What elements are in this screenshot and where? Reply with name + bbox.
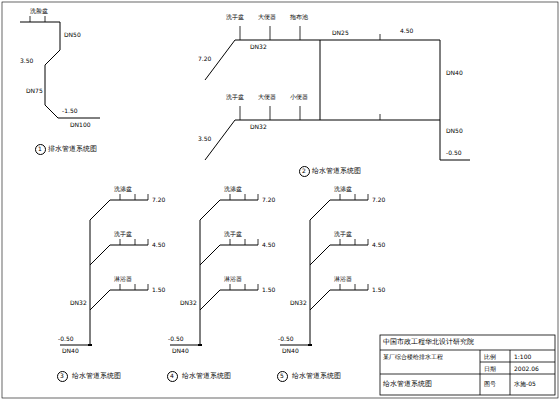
drawing-label: DN40 bbox=[62, 348, 79, 354]
drawing-caption: 给水管道系统图 bbox=[292, 373, 341, 380]
drawing-label: DN50 bbox=[446, 128, 463, 134]
drawing-label: 7.20 bbox=[262, 197, 275, 203]
riser-pipe bbox=[280, 194, 368, 345]
drawing-label: 拖布池 bbox=[290, 14, 308, 20]
drawing-label: 洗手盆 bbox=[334, 231, 352, 237]
title-block bbox=[380, 335, 555, 395]
drawing-caption: 排水管道系统图 bbox=[48, 146, 97, 153]
drawing-label: -0.50 bbox=[278, 336, 294, 342]
drawing-label: 3.50 bbox=[20, 58, 33, 64]
index-circle: 4 bbox=[167, 371, 178, 382]
drawing-label: DN100 bbox=[70, 122, 91, 128]
index-number: 5 bbox=[280, 373, 284, 379]
drawing-label: DN32 bbox=[290, 300, 307, 306]
index-circle: 1 bbox=[35, 144, 46, 155]
drawing-label: 7.20 bbox=[198, 56, 211, 62]
drawing-label: 1.50 bbox=[262, 287, 275, 293]
drawing-caption: 给水管道系统图 bbox=[312, 168, 361, 175]
drawing-label: 洗涤盆 bbox=[334, 186, 352, 192]
drawing-label: DN50 bbox=[64, 32, 81, 38]
drawing-caption: 给水管道系统图 bbox=[383, 381, 432, 388]
drawing-label: 大便器 bbox=[258, 14, 276, 20]
drawing-label: 1:100 bbox=[514, 354, 531, 360]
drawing-label: 日期 bbox=[484, 366, 496, 372]
drawing-label: 4.50 bbox=[372, 242, 385, 248]
drawing-label: 4.50 bbox=[152, 242, 165, 248]
drawing-label: 洗脸盆 bbox=[30, 8, 48, 14]
index-circle: 2 bbox=[299, 166, 310, 177]
drawing-label: 2002.06 bbox=[514, 366, 539, 372]
drawing-label: 淋浴器 bbox=[334, 276, 352, 282]
supply-pipe bbox=[205, 26, 470, 160]
drawing-label: DN40 bbox=[446, 70, 463, 76]
drawing-label: DN40 bbox=[282, 348, 299, 354]
drawing-label: -0.50 bbox=[168, 336, 184, 342]
drawing-label: -1.50 bbox=[62, 108, 78, 114]
drawing-label: DN32 bbox=[180, 300, 197, 306]
drawing-label: 7.20 bbox=[372, 197, 385, 203]
drawing-label: 洗手盆 bbox=[224, 231, 242, 237]
drawing-label: 洗涤盆 bbox=[114, 186, 132, 192]
drawing-label: 7.20 bbox=[152, 197, 165, 203]
drain-pipe bbox=[20, 16, 100, 118]
drawing-label: 1.50 bbox=[372, 287, 385, 293]
drawing-label: DN25 bbox=[332, 30, 349, 36]
drawing-label: -0.50 bbox=[446, 150, 462, 156]
riser-pipe bbox=[60, 194, 148, 345]
riser-pipe bbox=[170, 194, 258, 345]
drawing-label: 4.50 bbox=[262, 242, 275, 248]
drawing-label: 3.50 bbox=[198, 136, 211, 142]
index-number: 2 bbox=[302, 168, 306, 174]
index-number: 4 bbox=[170, 373, 174, 379]
drawing-label: 比例 bbox=[484, 354, 496, 360]
drawing-label: 图号 bbox=[484, 381, 496, 387]
drawing-label: 洗手盆 bbox=[226, 94, 244, 100]
drawing-caption: 给水管道系统图 bbox=[182, 373, 231, 380]
drawing-label: 淋浴器 bbox=[114, 276, 132, 282]
drawing-label: 小便器 bbox=[290, 94, 308, 100]
drawing-label: 洗手盆 bbox=[226, 14, 244, 20]
drawing-label: DN32 bbox=[250, 44, 267, 50]
index-number: 1 bbox=[38, 146, 42, 152]
drawing-label: 水施-05 bbox=[514, 381, 536, 387]
drawing-caption: 给水管道系统图 bbox=[72, 373, 121, 380]
drawing-label: 大便器 bbox=[258, 94, 276, 100]
drawing-label: 中国市政工程华北设计研究院 bbox=[383, 339, 474, 346]
drawing-label: 洗手盆 bbox=[114, 231, 132, 237]
drawing-label: DN32 bbox=[250, 124, 267, 130]
drawing-label: DN40 bbox=[172, 348, 189, 354]
drawing-label: 4.50 bbox=[400, 28, 413, 34]
drawing-label: DN32 bbox=[70, 300, 87, 306]
drawing-label: -0.50 bbox=[58, 336, 74, 342]
drawing-label: 某厂综合楼给排水工程 bbox=[383, 354, 443, 360]
drawing-label: 洗涤盆 bbox=[224, 186, 242, 192]
drawing-label: DN75 bbox=[26, 88, 43, 94]
index-circle: 3 bbox=[57, 371, 68, 382]
index-circle: 5 bbox=[277, 371, 288, 382]
drawing-label: 淋浴器 bbox=[224, 276, 242, 282]
drawing-label: 1.50 bbox=[152, 287, 165, 293]
index-number: 3 bbox=[60, 373, 64, 379]
